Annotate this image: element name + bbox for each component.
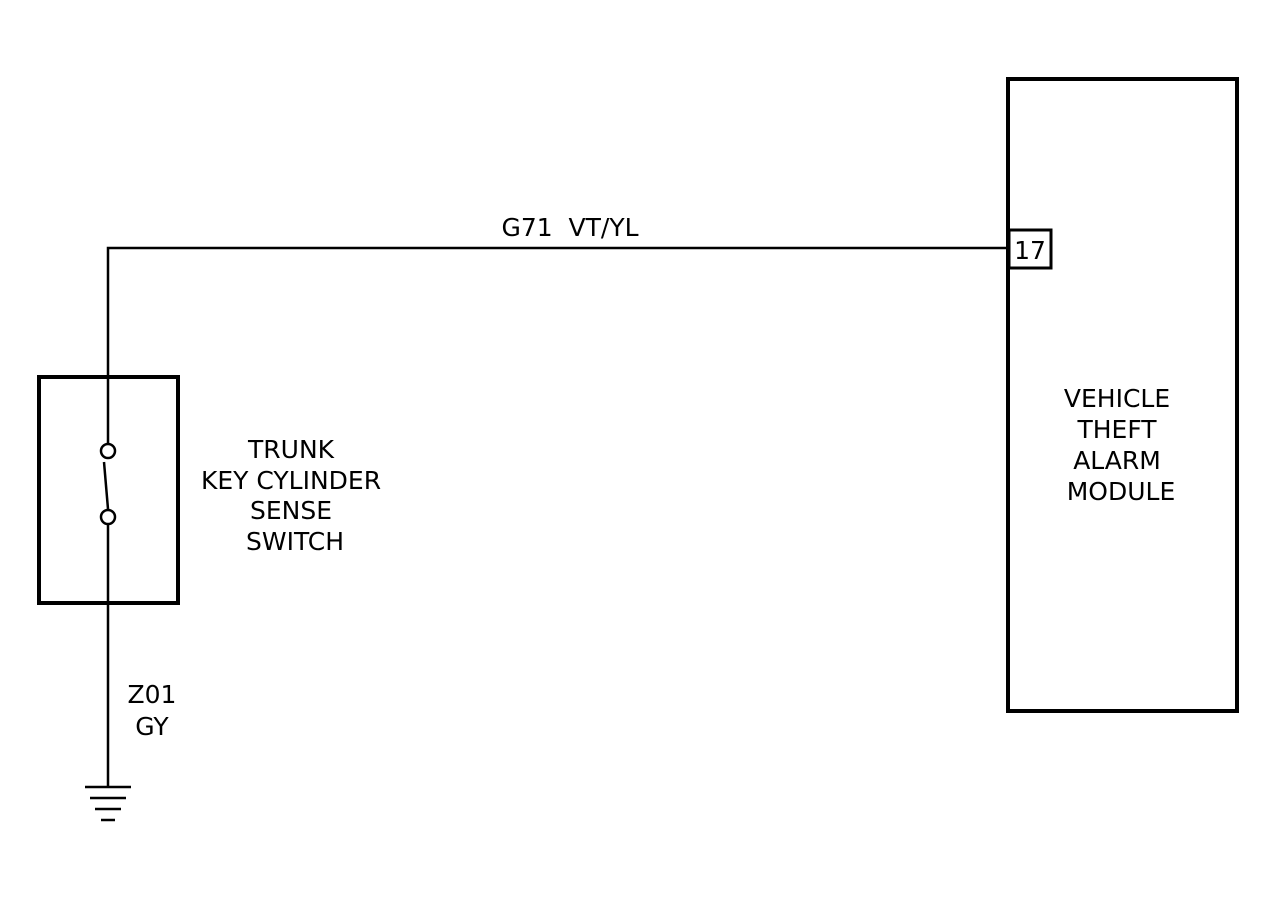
switch-contact-bottom	[99, 508, 117, 526]
module-label-line: VEHICLE	[1064, 384, 1170, 413]
ground-symbol-icon	[85, 785, 131, 822]
pin-17-box	[1007, 228, 1053, 270]
module-label-line: THEFT	[1076, 415, 1157, 444]
switch-label-line: SWITCH	[246, 527, 344, 556]
sense-switch	[37, 375, 180, 605]
signal-wire	[106, 246, 1009, 378]
switch-label: TRUNK KEY CYLINDER SENSE SWITCH	[201, 435, 389, 556]
module-label-line: ALARM	[1073, 446, 1161, 475]
switch-label-line: SENSE	[250, 496, 332, 525]
ground-circuit-label: Z01	[128, 680, 177, 709]
switch-label-line: KEY CYLINDER	[201, 466, 381, 495]
switch-blade	[102, 461, 110, 510]
alarm-module-box	[1006, 77, 1239, 713]
ground-color-label: GY	[135, 712, 169, 741]
switch-label-line: TRUNK	[247, 435, 335, 464]
signal-wire-label: G71 VT/YL	[501, 213, 638, 242]
module-label-line: MODULE	[1067, 477, 1176, 506]
pin-17-label: 17	[1014, 236, 1046, 265]
switch-contact-top	[99, 442, 117, 460]
module-label: VEHICLE THEFT ALARM MODULE	[1064, 384, 1178, 506]
